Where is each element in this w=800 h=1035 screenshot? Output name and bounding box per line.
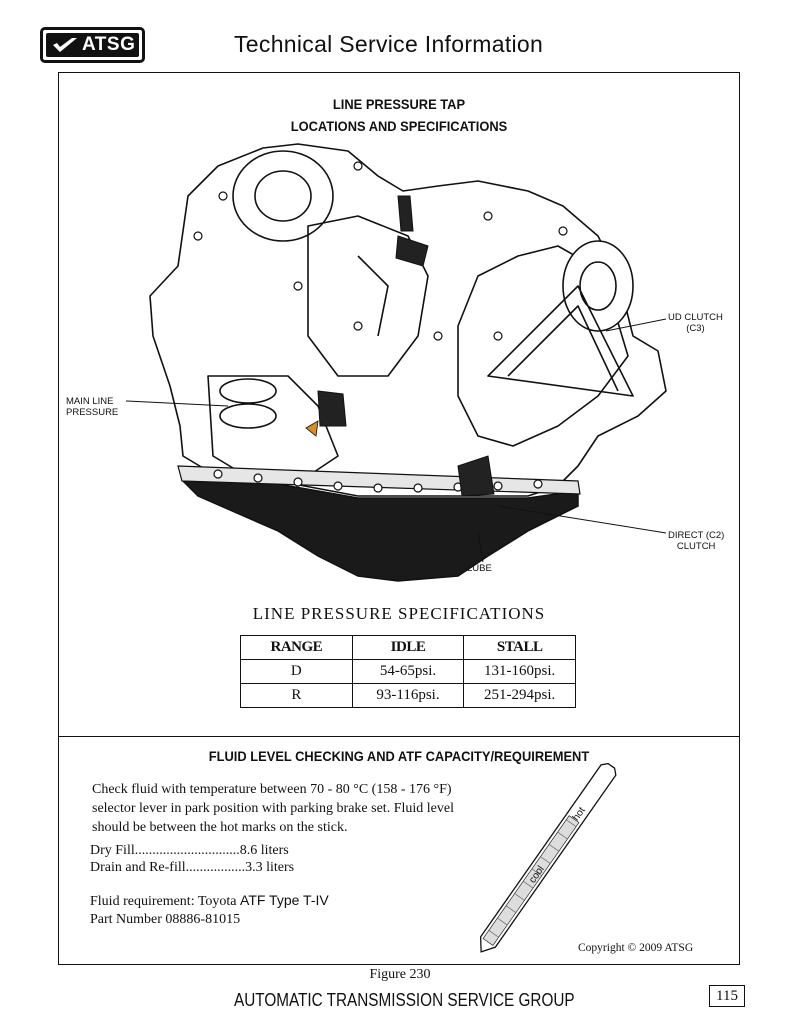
fluid-section-title: FLUID LEVEL CHECKING AND ATF CAPACITY/RE… bbox=[208, 748, 590, 764]
figure-title-line1: LINE PRESSURE TAP bbox=[332, 96, 466, 112]
callout-main-line-pressure: MAIN LINE PRESSURE bbox=[66, 396, 118, 418]
dry-fill: Dry Fill..............................8.… bbox=[90, 843, 289, 858]
requirement-type: ATF Type T-IV bbox=[240, 892, 329, 908]
callout-main-line-line1: MAIN LINE bbox=[66, 396, 114, 407]
callout-direct-line1: DIRECT (C2) bbox=[668, 530, 725, 541]
requirement-prefix: Fluid requirement: Toyota bbox=[90, 894, 241, 909]
fluid-panel bbox=[58, 736, 740, 965]
fill-capacities: Dry Fill..............................8.… bbox=[90, 842, 294, 876]
page-number: 115 bbox=[709, 985, 745, 1007]
figure-label: Figure 230 bbox=[369, 967, 431, 982]
col-header-range: RANGE bbox=[240, 635, 353, 660]
cell-stall: 251-294psi. bbox=[463, 683, 576, 708]
spec-table-title: LINE PRESSURE SPECIFICATIONS bbox=[252, 604, 546, 623]
col-header-idle: IDLE bbox=[351, 635, 465, 660]
table-row: D 54-65psi. 131-160psi. bbox=[240, 659, 576, 684]
callout-lube: LUBE bbox=[467, 563, 492, 574]
fluid-requirement: Fluid requirement: Toyota ATF Type T-IV … bbox=[90, 891, 329, 929]
footer-text: AUTOMATIC TRANSMISSION SERVICE GROUP bbox=[234, 990, 575, 1010]
col-header-stall: STALL bbox=[463, 635, 576, 660]
drain-refill: Drain and Re-fill.................3.3 li… bbox=[90, 860, 295, 875]
line-pressure-table: RANGE IDLE STALL D 54-65psi. 131-160psi.… bbox=[240, 635, 576, 708]
transmission-illustration bbox=[125, 143, 667, 582]
checkmark-icon bbox=[53, 38, 77, 52]
callout-main-line-line2: PRESSURE bbox=[66, 407, 119, 418]
copyright: Copyright © 2009 ATSG bbox=[578, 942, 694, 954]
page-title: Technical Service Information bbox=[234, 31, 544, 57]
cell-stall: 131-160psi. bbox=[463, 659, 576, 684]
cell-idle: 93-116psi. bbox=[351, 683, 465, 708]
callout-ud-clutch-line2: (C3) bbox=[686, 323, 705, 334]
callout-direct-line2: CLUTCH bbox=[676, 541, 716, 552]
page-header: ATSG Technical Service Information bbox=[0, 0, 800, 70]
cell-range: D bbox=[240, 659, 353, 684]
dipstick-illustration: cool hot bbox=[479, 762, 617, 953]
logo-text: ATSG bbox=[82, 34, 136, 55]
fluid-text-line1: Check fluid with temperature between 70 … bbox=[92, 782, 452, 797]
part-number: Part Number 08886-81015 bbox=[90, 912, 241, 927]
table-row: R 93-116psi. 251-294psi. bbox=[240, 683, 576, 708]
fluid-text-line2: selector lever in park position with par… bbox=[92, 801, 454, 816]
figure-title-line2: LOCATIONS AND SPECIFICATIONS bbox=[290, 118, 508, 134]
callout-direct-clutch: DIRECT (C2) CLUTCH bbox=[668, 530, 724, 552]
figure-title: LINE PRESSURE TAP LOCATIONS AND SPECIFIC… bbox=[85, 93, 712, 137]
atsg-logo: ATSG bbox=[40, 27, 145, 63]
requirement-line: Fluid requirement: Toyota ATF Type T-IV bbox=[90, 891, 329, 911]
fluid-text-line3: should be between the hot marks on the s… bbox=[92, 820, 348, 835]
cell-range: R bbox=[240, 683, 353, 708]
figure-panel bbox=[58, 72, 740, 737]
callout-ud-clutch: UD CLUTCH (C3) bbox=[668, 312, 723, 334]
table-header-row: RANGE IDLE STALL bbox=[240, 635, 576, 660]
fluid-instructions: Check fluid with temperature between 70 … bbox=[92, 780, 532, 837]
cell-idle: 54-65psi. bbox=[351, 659, 465, 684]
callout-ud-clutch-line1: UD CLUTCH bbox=[668, 312, 723, 323]
